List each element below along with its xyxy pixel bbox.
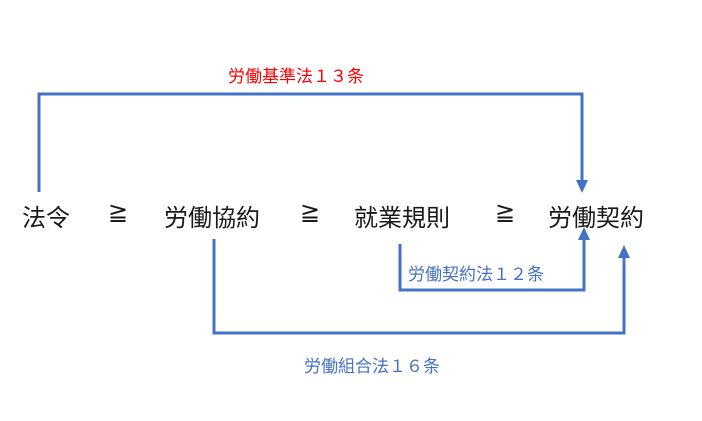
relation-symbol: ≧ [300, 198, 321, 226]
arrow-label-labor-union-act: 労働組合法１６条 [304, 357, 440, 377]
arrow-label-labor-contract-act: 労働契約法１２条 [408, 265, 544, 285]
arrow-label-labor-standards-act: 労働基準法１３条 [228, 67, 364, 87]
relation-symbol: ≧ [495, 198, 516, 226]
node-work-rules: 就業規則 [354, 204, 450, 232]
node-laws: 法令 [22, 204, 70, 232]
node-labor-contract: 労働契約 [548, 204, 644, 232]
node-labor-agreement: 労働協約 [164, 204, 260, 232]
relation-symbol: ≧ [108, 198, 129, 226]
